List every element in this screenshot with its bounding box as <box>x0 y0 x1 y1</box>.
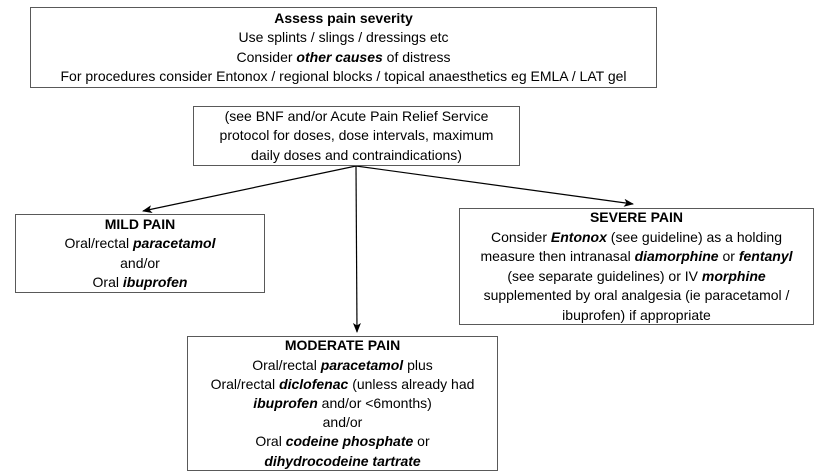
text-line: MODERATE PAIN <box>284 337 401 354</box>
text-line: For procedures consider Entonox / region… <box>60 68 627 84</box>
text-line: Oral/rectal diclofenac (unless already h… <box>210 375 475 392</box>
text-line: and/or <box>322 414 363 431</box>
arrow-protocol-to-moderate <box>352 165 361 333</box>
text-line: Use splints / slings / dressings etc <box>238 29 449 45</box>
text-line: and/or <box>120 254 160 271</box>
text-line: SEVERE PAIN <box>589 209 684 225</box>
text-line: Oral codeine phosphate or <box>255 433 430 450</box>
arrow-protocol-to-severe <box>355 165 634 207</box>
text-line: (see BNF and/or Acute Pain Relief Servic… <box>224 107 489 124</box>
text-line: protocol for doses, dose intervals, maxi… <box>219 127 494 144</box>
text-line: ibuprofen) if appropriate <box>562 306 711 323</box>
moderate-pain-box: MODERATE PAIN Oral/rectal paracetamol plu… <box>187 336 498 471</box>
text-line: Consider other causes of distress <box>236 48 451 65</box>
text-line: (see separate guidelines) or IV morphine <box>507 267 766 284</box>
text-line: measure then intranasal diamorphine or f… <box>480 248 793 264</box>
arrow-protocol-to-mild <box>142 165 357 214</box>
text-line: MILD PAIN <box>104 215 176 232</box>
text-line: daily doses and contraindications) <box>251 146 462 163</box>
text-line: supplemented by oral analgesia (ie parac… <box>483 287 790 303</box>
text-line: dihydrocodeine tartrate <box>264 452 421 469</box>
text-line: Oral ibuprofen <box>92 274 188 290</box>
text-line: Oral/rectal paracetamol plus <box>252 356 433 373</box>
text-line: ibuprofen and/or <6months) <box>253 394 432 411</box>
severe-pain-box: SEVERE PAIN Consider Entonox (see guideli… <box>459 208 814 325</box>
text-line: Consider Entonox (see guideline) as a ho… <box>490 228 783 245</box>
text-line: Oral/rectal paracetamol <box>64 235 216 251</box>
bnf-protocol-note-box: (see BNF and/or Acute Pain Relief Servic… <box>193 106 520 166</box>
text-line: Assess pain severity <box>274 9 413 26</box>
